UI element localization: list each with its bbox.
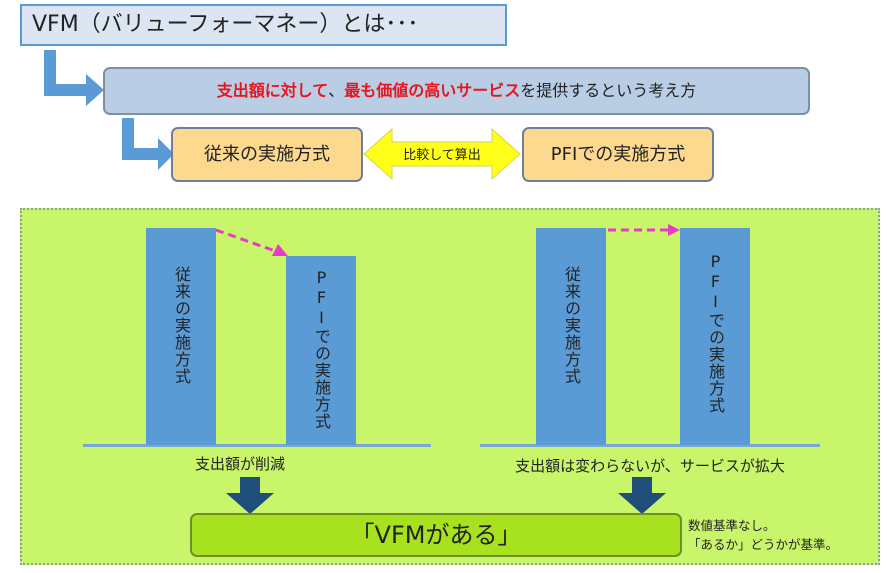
bar-conventional: 従来の実施方式 (146, 228, 216, 445)
concept-box: 支出額に対して、最も価値の高いサービスを提供するという考え方 (103, 67, 810, 115)
down-arrow-icon (618, 477, 666, 514)
down-arrow-icon (226, 477, 274, 514)
double-arrow-icon (363, 127, 521, 181)
note-line: 数値基準なし。 (688, 518, 776, 533)
baseline (83, 444, 431, 447)
vfm-result-box: 「VFMがある」 (190, 513, 682, 557)
concept-sep: 、 (328, 81, 345, 100)
elbow-arrow-icon (122, 118, 174, 170)
compare-label: 比較して算出 (403, 148, 481, 163)
dashed-arrow-icon (608, 224, 680, 236)
case1-caption: 支出額が削減 (194, 455, 285, 473)
bar-pfi: PFIでの実施方式 (286, 256, 356, 445)
concept-text: を提供するという考え方 (520, 81, 697, 100)
concept-highlight-2: 最も価値の高いサービス (344, 81, 521, 100)
dashed-arrow-icon (215, 228, 288, 256)
pfi-method-box: PFIでの実施方式 (522, 127, 714, 182)
case2-caption: 支出額は変わらないが、サービスが拡大 (515, 457, 785, 475)
baseline (480, 444, 820, 447)
elbow-arrow-icon (44, 50, 104, 106)
criteria-note: 数値基準なし。 「あるか」どうかが基準。 (688, 516, 838, 554)
page-title: VFM（バリューフォーマネー）とは･･･ (20, 4, 507, 46)
note-line: 「あるか」どうかが基準。 (688, 537, 839, 552)
concept-highlight-1: 支出額に対して (216, 81, 329, 100)
bar-pfi: PFIでの実施方式 (680, 228, 750, 445)
bar-conventional: 従来の実施方式 (536, 228, 606, 445)
conventional-method-box: 従来の実施方式 (171, 127, 363, 182)
